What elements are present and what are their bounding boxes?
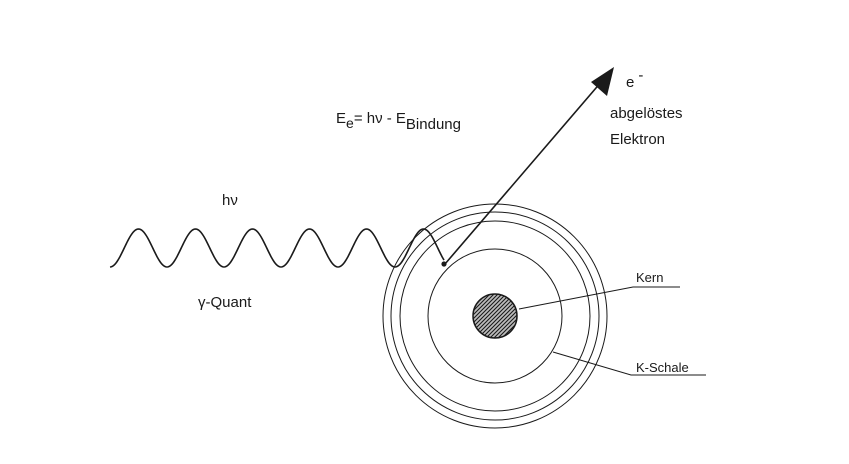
electron-symbol-label: e- xyxy=(626,67,643,91)
outer-shell-1 xyxy=(382,203,608,429)
k-schale-leader-line xyxy=(552,351,706,376)
electron-line-1: abgelöstes xyxy=(610,105,683,122)
photon-wave xyxy=(109,228,445,268)
electron-symbol: e xyxy=(626,74,634,91)
photon-energy-label: hν xyxy=(222,192,238,209)
energy-eq-main: E xyxy=(336,110,346,127)
outer-shell-2 xyxy=(390,211,600,421)
electron-arrow xyxy=(441,67,614,267)
arrowhead xyxy=(591,67,614,96)
energy-eq-sub-binding: Bindung xyxy=(406,116,461,133)
kern-leader-line xyxy=(518,286,680,310)
nucleus-label: Kern xyxy=(636,270,663,285)
energy-equation: Ee= hν - EBindung xyxy=(336,110,461,133)
interaction-point xyxy=(441,261,447,267)
electron-trajectory xyxy=(444,80,603,265)
electron-line-2: Elektron xyxy=(610,131,665,148)
electron-charge: - xyxy=(638,67,643,84)
gamma-quant-label: γ-Quant xyxy=(198,294,252,311)
k-shell-label: K-Schale xyxy=(636,360,689,375)
k-shell xyxy=(427,248,563,384)
outer-shell-3 xyxy=(399,220,591,412)
energy-eq-sub-e: e xyxy=(346,115,354,131)
atom xyxy=(382,203,608,429)
energy-eq-mid: = hν - E xyxy=(354,110,406,127)
nucleus xyxy=(472,293,518,339)
